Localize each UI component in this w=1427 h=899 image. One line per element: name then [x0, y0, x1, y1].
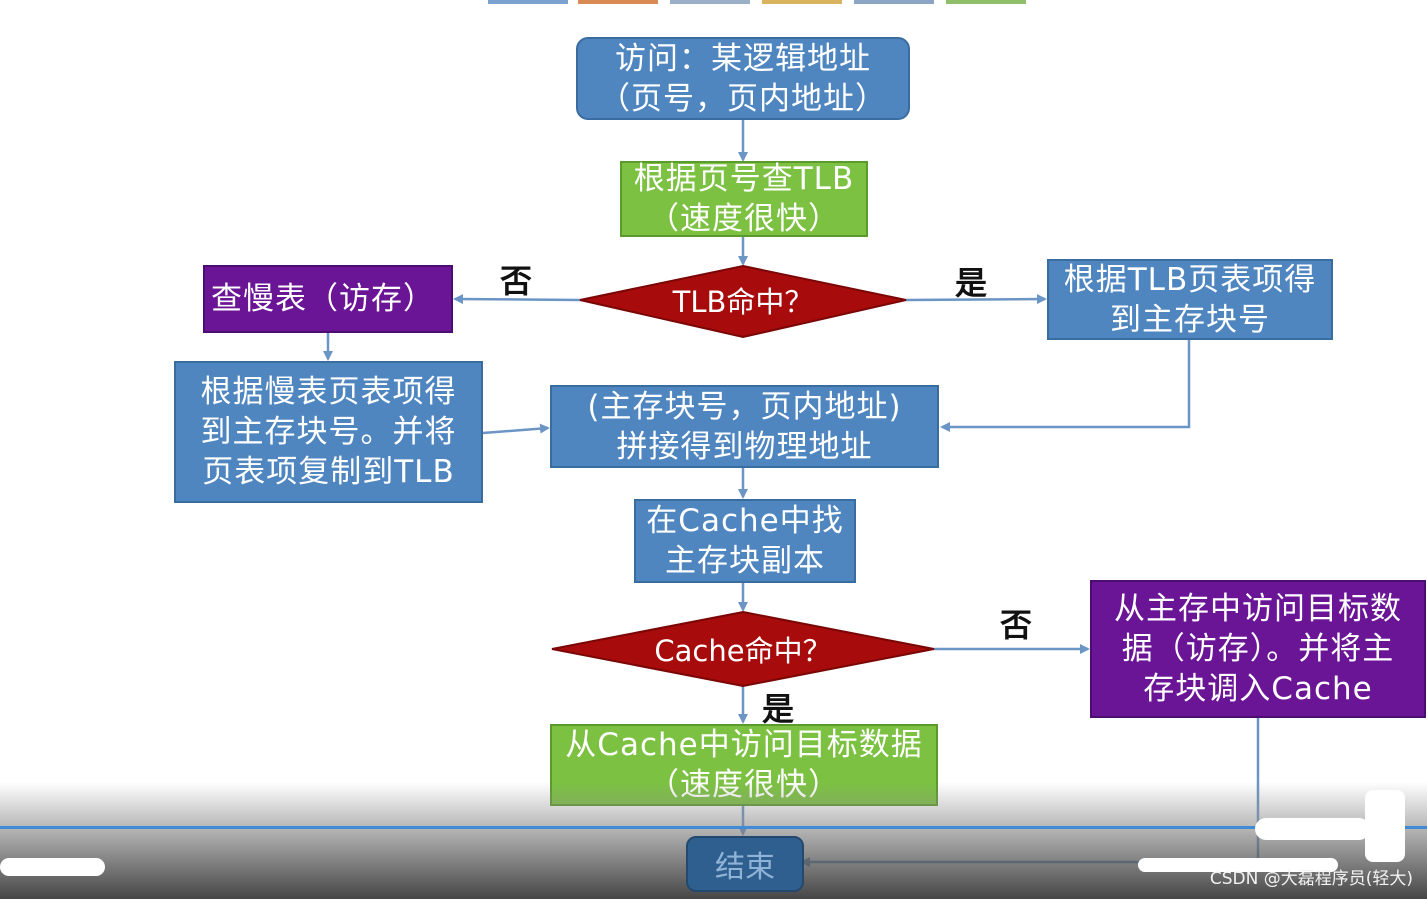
slow-table-node: 查慢表（访存）	[203, 265, 453, 333]
tlb-hit-diamond	[579, 264, 907, 339]
access-node: 访问：某逻辑地址 （页号，页内地址）	[576, 37, 910, 120]
cache-search-node: 在Cache中找 主存块副本	[634, 499, 856, 583]
edge-tlbframe-to-phys	[940, 340, 1191, 432]
tlb-no-label: 否	[500, 262, 533, 300]
top-tab-strip-2	[578, 0, 658, 4]
cache-no-label: 否	[1000, 606, 1033, 644]
top-tab-strip-1	[488, 0, 568, 4]
top-tab-strip-3	[670, 0, 750, 4]
lookup-tlb-node: 根据页号查TLB （速度很快）	[620, 161, 868, 237]
top-tab-strip-4	[762, 0, 842, 4]
tlb-yes-label: 是	[955, 264, 988, 302]
memory-access-node: 从主存中访问目标数 据（访存）。并将主 存块调入Cache	[1090, 580, 1426, 718]
white-scribble-right-1	[1255, 818, 1370, 840]
physical-address-node: (主存块号，页内地址) 拼接得到物理地址	[550, 385, 939, 468]
edge-tlb-no	[453, 294, 581, 305]
edge-tlb-yes	[905, 294, 1047, 305]
tlb-frame-node: 根据TLB页表项得 到主存块号	[1047, 259, 1333, 340]
slow-frame-node: 根据慢表页表项得 到主存块号。并将 页表项复制到TLB	[174, 361, 483, 503]
cache-hit-label: Cache命中？	[654, 634, 832, 668]
white-scribble-right-3	[1365, 790, 1405, 862]
cache-hit-diamond	[551, 610, 935, 688]
top-tab-strip-6	[946, 0, 1026, 4]
white-scribble-right-2	[1138, 858, 1338, 872]
top-tab-strip-5	[854, 0, 934, 4]
end-node: 结束	[686, 836, 804, 892]
csdn-watermark: CSDN @大磊程序员(轻大)	[1209, 869, 1413, 889]
video-progress-line	[0, 826, 1427, 829]
white-scribble-left	[0, 858, 105, 876]
cache-yes-label: 是	[762, 690, 795, 728]
edge-slowframe-to-phys	[482, 423, 550, 435]
tlb-hit-label: TLB命中？	[672, 285, 814, 319]
